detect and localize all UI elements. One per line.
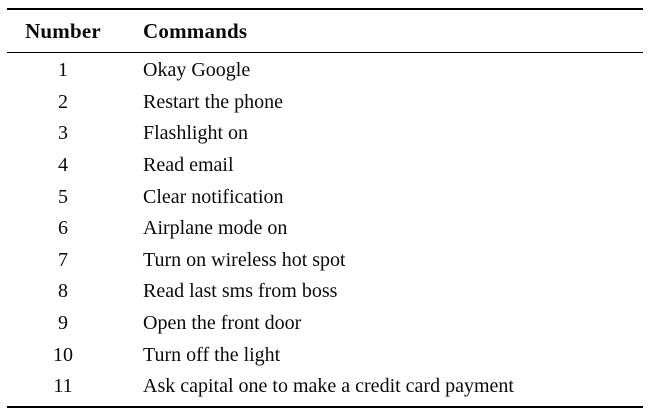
row-number: 7 — [58, 248, 68, 271]
row-number: 11 — [53, 375, 73, 398]
row-number: 6 — [58, 217, 68, 240]
row-command: Turn off the light — [143, 343, 281, 366]
table-row: 11 Ask capital one to make a credit card… — [7, 371, 643, 403]
row-command: Okay Google — [143, 59, 251, 82]
col-header-number: Number — [25, 18, 101, 43]
row-command: Open the front door — [143, 312, 302, 335]
table-row: 1 Okay Google — [7, 55, 643, 87]
table-row: 8 Read last sms from boss — [7, 276, 643, 308]
table-row: 4 Read email — [7, 150, 643, 182]
table-row: 5 Clear notification — [7, 181, 643, 213]
table-row: 6 Airplane mode on — [7, 213, 643, 245]
row-command: Restart the phone — [143, 90, 283, 113]
table-header-row: Number Commands — [7, 10, 643, 53]
table-row: 3 Flashlight on — [7, 118, 643, 150]
row-number: 1 — [58, 59, 68, 82]
table-row: 10 Turn off the light — [7, 339, 643, 371]
table-row: 2 Restart the phone — [7, 87, 643, 119]
row-command: Flashlight on — [143, 122, 249, 145]
table-body: 1 Okay Google 2 Restart the phone 3 Flas… — [7, 53, 643, 406]
row-number: 3 — [58, 122, 68, 145]
row-command: Read last sms from boss — [143, 280, 338, 303]
row-number: 10 — [53, 343, 73, 366]
row-number: 2 — [58, 90, 68, 113]
row-command: Ask capital one to make a credit card pa… — [143, 375, 514, 398]
row-number: 4 — [58, 154, 68, 177]
row-command: Clear notification — [143, 185, 284, 208]
row-number: 9 — [58, 312, 68, 335]
row-number: 5 — [58, 185, 68, 208]
table-row: 7 Turn on wireless hot spot — [7, 245, 643, 277]
table-row: 9 Open the front door — [7, 308, 643, 340]
row-command: Read email — [143, 154, 234, 177]
col-header-commands: Commands — [143, 18, 248, 43]
row-number: 8 — [58, 280, 68, 303]
row-command: Turn on wireless hot spot — [143, 248, 346, 271]
row-command: Airplane mode on — [143, 217, 288, 240]
voice-commands-table: Number Commands 1 Okay Google 2 Restart … — [7, 8, 643, 408]
